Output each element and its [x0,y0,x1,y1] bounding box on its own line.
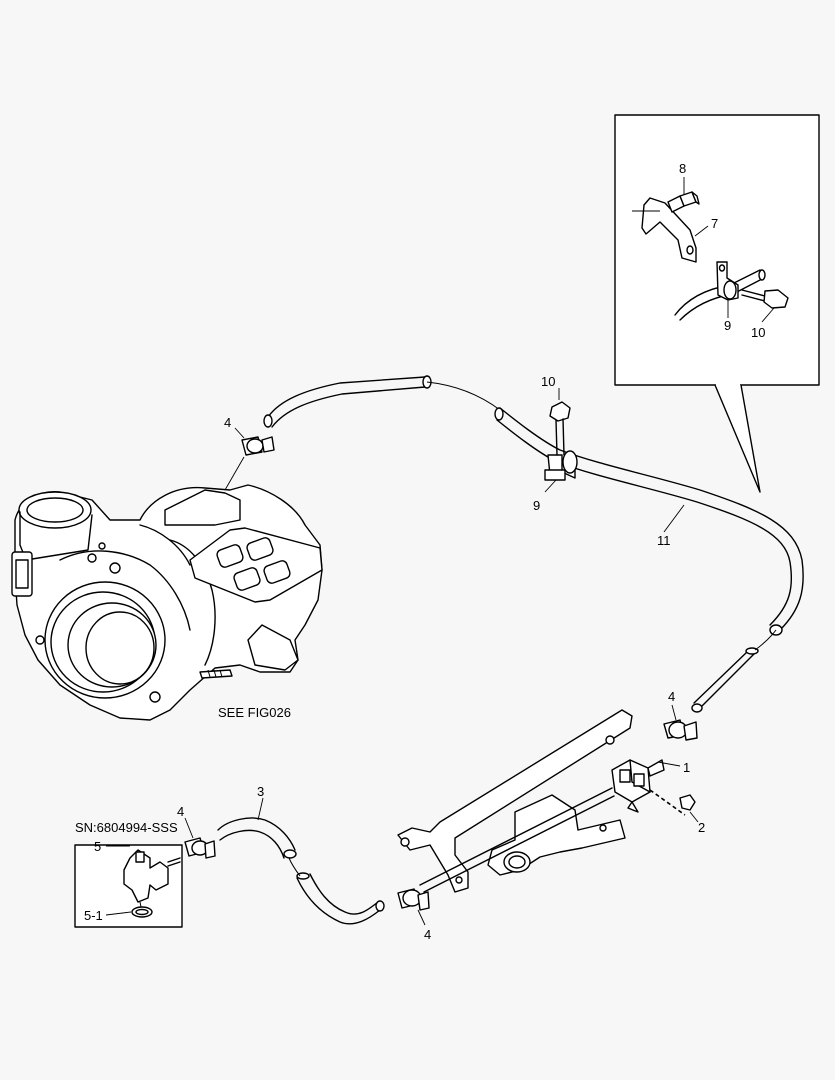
callout-7: 7 [711,216,718,231]
mounting-bracket [397,709,633,893]
detail-pointer [714,384,761,493]
hose-clamp-4-right [663,719,698,741]
callout-2: 2 [698,820,705,835]
screw-2 [649,789,696,816]
callout-10: 10 [541,374,555,389]
detail-inset-frame [614,114,820,386]
serial-number-note: SN:6804994-SSS [75,820,178,835]
serial-detail-box [74,844,183,928]
callout-8: 8 [679,161,686,176]
inset-clamp-9 [716,261,739,301]
upper-hose [263,375,501,428]
turbocharger [11,484,323,721]
callout-5: 5 [94,839,101,854]
hose-clamp-4-lower-left [184,837,216,859]
hose-3 [217,817,385,925]
callout-5-1: 5-1 [84,908,103,923]
callout-4-upper: 4 [224,415,231,430]
callout-4-lower-left: 4 [177,804,184,819]
solenoid-valve-1 [611,759,665,813]
callout-3: 3 [257,784,264,799]
hose-clamp-4-lower-middle [397,888,430,911]
callout-1: 1 [683,760,690,775]
callout-9: 9 [533,498,540,513]
callout-4-right: 4 [668,689,675,704]
inset-bracket [632,197,697,263]
hose-clamp-4-upper [241,436,275,456]
callout-11: 11 [657,533,671,548]
callout-4-lower-middle: 4 [424,927,431,942]
inset-bolt-8 [667,191,700,213]
bolt-10 [549,401,571,456]
inset-bolt-10 [741,289,789,309]
callout-9-inset: 9 [724,318,731,333]
hose-11 [494,407,804,713]
hose-clamp-9 [544,450,578,481]
see-figure-reference: SEE FIG026 [218,705,291,720]
callout-10-inset: 10 [751,325,765,340]
detail-inset: 8 7 9 10 [614,114,820,493]
